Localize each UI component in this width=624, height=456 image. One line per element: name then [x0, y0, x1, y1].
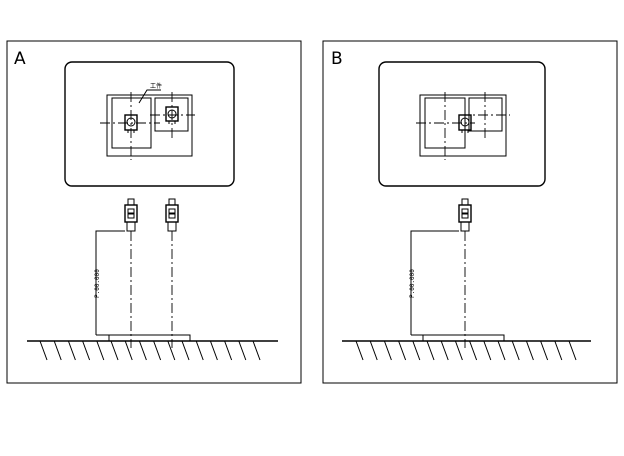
hatch-mark: [96, 340, 105, 361]
hatch-mark: [224, 340, 233, 361]
hatch-mark: [39, 340, 48, 361]
panel-a: A: [6, 40, 302, 384]
panel-a-plan-view: 工件: [64, 61, 235, 187]
panel-b-height-label: P.00.000: [409, 269, 416, 298]
panel-b-elevation-view: P.00.000: [342, 198, 591, 361]
instrument-side-view-icon: [458, 198, 472, 232]
panel-a-plan-outer-frame: [64, 61, 235, 187]
instrument-top-view-icon: [124, 114, 138, 133]
hatch-mark: [67, 340, 76, 361]
panel-b: B: [322, 40, 618, 384]
panel-a-ground-hatch: [39, 340, 261, 361]
hatch-mark: [53, 340, 62, 361]
hatch-mark: [525, 340, 534, 361]
panel-a-workpiece-right: [154, 97, 189, 132]
panel-a-plan-inner-frame: [106, 94, 193, 157]
hatch-mark: [497, 340, 506, 361]
panel-a-wall-outline: [95, 230, 125, 335]
panel-a-height-label: P.00.000: [94, 269, 101, 298]
panel-b-workpiece-right: [468, 97, 503, 132]
hatch-mark: [252, 340, 261, 361]
hatch-mark: [483, 340, 492, 361]
hatch-mark: [355, 340, 364, 361]
hatch-mark: [568, 340, 577, 361]
panel-a-elevation-view: P.00.000: [27, 198, 278, 361]
hatch-mark: [511, 340, 520, 361]
panel-a-label-leader: [138, 89, 161, 104]
panel-b-ground-hatch: [355, 340, 577, 361]
hatch-mark: [110, 340, 119, 361]
panel-b-letter: B: [331, 49, 343, 69]
panel-b-base-slab: [422, 334, 505, 342]
panel-b-frame: [322, 40, 618, 384]
panel-b-plan-outer-frame: [378, 61, 546, 187]
panel-b-plan-inner-frame: [419, 94, 507, 157]
hatch-mark: [540, 340, 549, 361]
instrument-top-view-icon: [458, 114, 472, 133]
hatch-mark: [412, 340, 421, 361]
instrument-side-view-icon: [165, 198, 179, 232]
hatch-mark: [369, 340, 378, 361]
hatch-mark: [153, 340, 162, 361]
hatch-mark: [167, 340, 176, 361]
instrument-side-view-icon: [124, 198, 138, 232]
hatch-mark: [124, 340, 133, 361]
hatch-mark: [398, 340, 407, 361]
panel-a-base-slab: [108, 334, 191, 342]
hatch-mark: [426, 340, 435, 361]
hatch-mark: [181, 340, 190, 361]
panel-a-letter: A: [14, 49, 26, 69]
hatch-mark: [82, 340, 91, 361]
panel-a-workpiece-label: 工件: [150, 82, 162, 90]
hatch-mark: [554, 340, 563, 361]
instrument-top-view-icon: [165, 106, 179, 124]
hatch-mark: [209, 340, 218, 361]
hatch-mark: [383, 340, 392, 361]
panel-b-wall-outline: [410, 230, 459, 335]
hatch-mark: [238, 340, 247, 361]
hatch-mark: [469, 340, 478, 361]
hatch-mark: [138, 340, 147, 361]
panel-b-plan-view: [378, 61, 546, 187]
hatch-mark: [440, 340, 449, 361]
hatch-mark: [195, 340, 204, 361]
hatch-mark: [454, 340, 463, 361]
panel-a-frame: [6, 40, 302, 384]
